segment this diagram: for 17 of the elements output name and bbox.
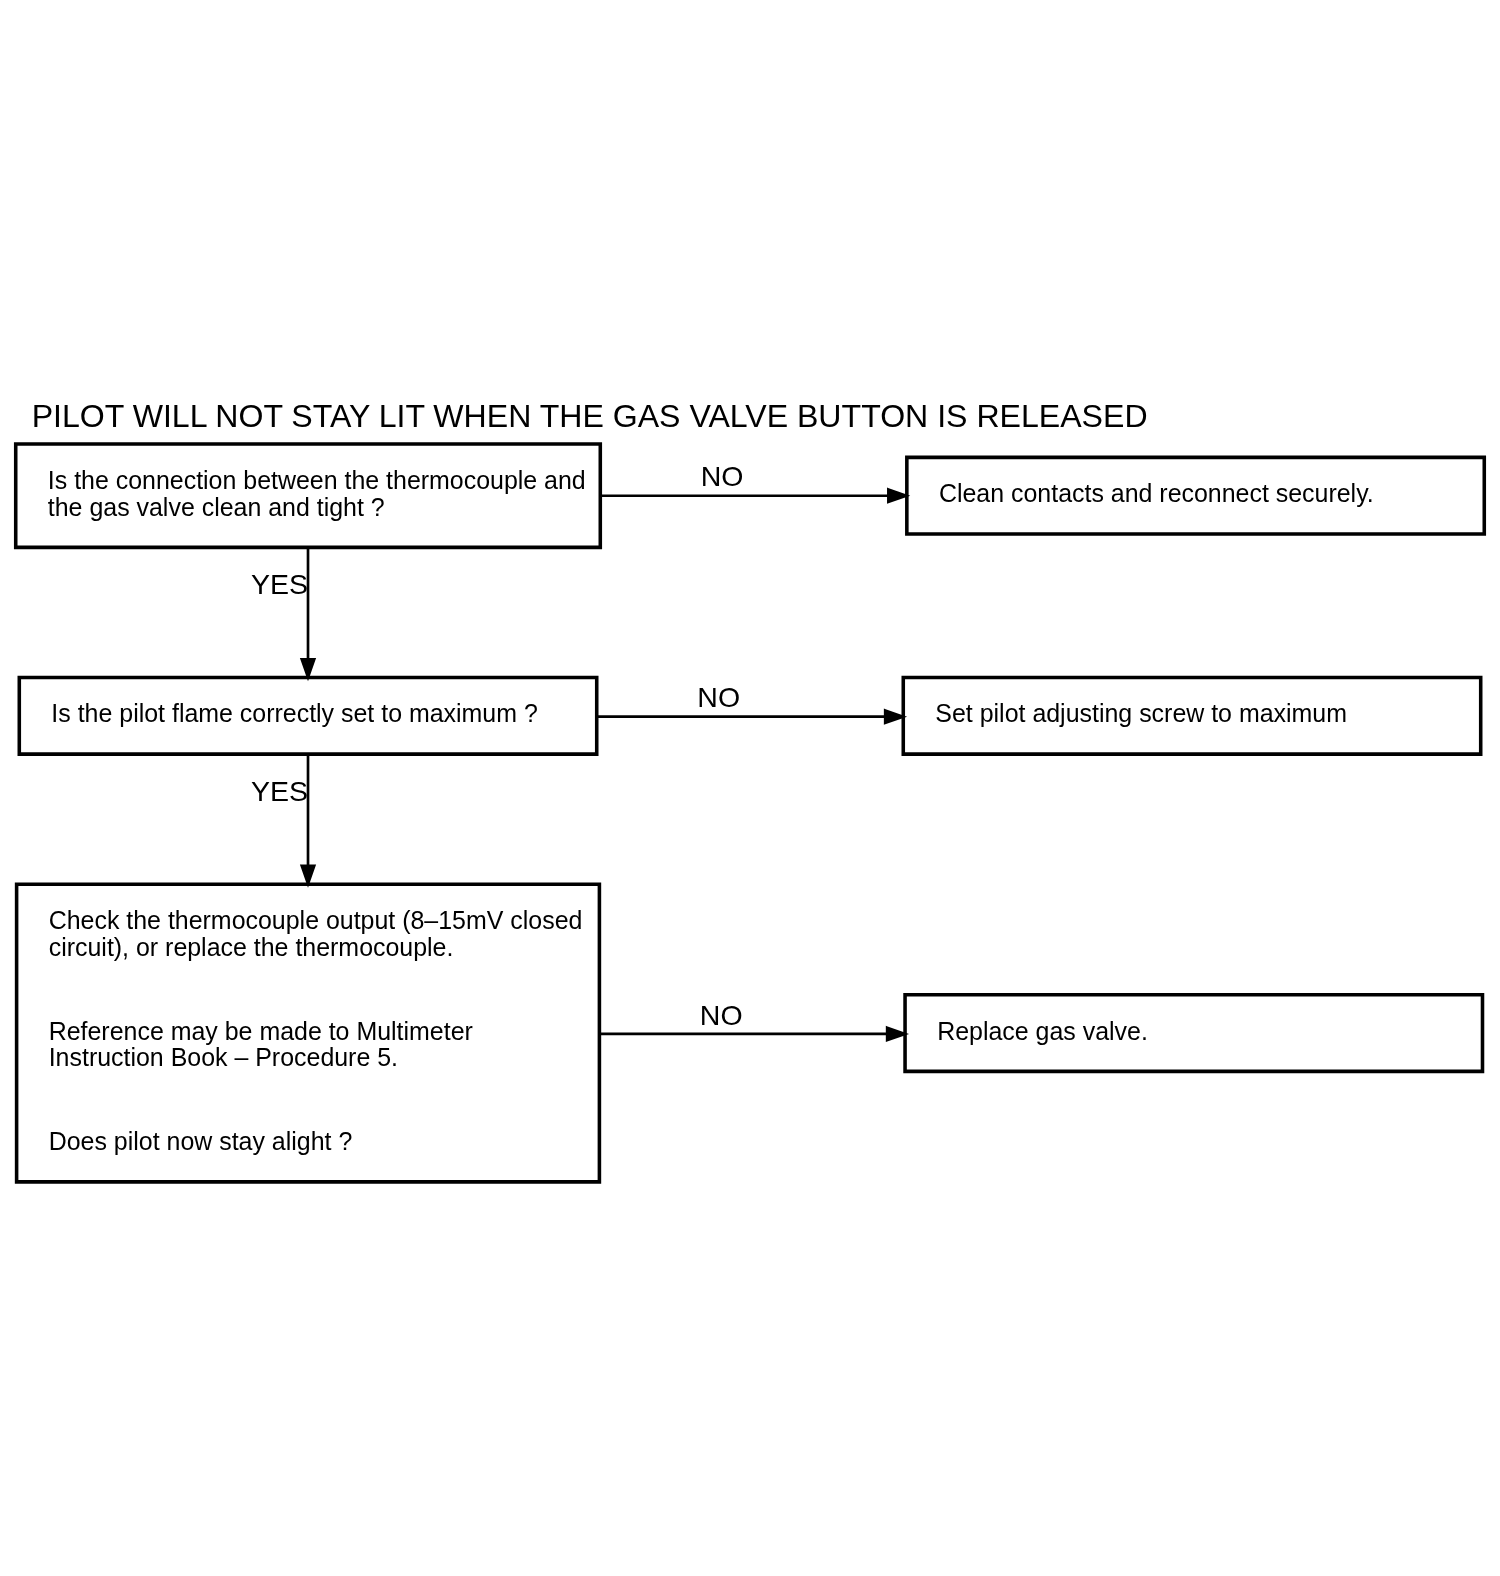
node-box: Replace gas valve.: [903, 992, 1485, 1074]
edge-label: NO: [697, 681, 741, 714]
edge-label: YES: [250, 774, 309, 807]
node-box: Is the connection between the thermocouple and the gas valve clean and tight ?: [13, 442, 603, 550]
arrow: [596, 708, 908, 725]
node-box: Check the thermocouple output (8–15mV closed circuit), or replace the thermocouple. Reference may be made to Multimeter Instruction Book – Procedure 5. Does pilot now stay alight ?: [14, 882, 602, 1184]
diagram-title: PILOT WILL NOT STAY LIT WHEN THE GAS VALVE BUTTON IS RELEASED: [31, 397, 1148, 434]
arrow: [600, 487, 911, 504]
node-box: Is the pilot flame correctly set to maximum ?: [17, 675, 599, 756]
node-box: Set pilot adjusting screw to maximum: [901, 675, 1483, 756]
edge-label: NO: [700, 460, 744, 493]
node-box: Clean contacts and reconnect securely.: [905, 455, 1487, 536]
edge-label: NO: [699, 998, 743, 1031]
arrow: [299, 754, 317, 888]
arrow: [299, 547, 317, 682]
arrow: [599, 1025, 910, 1043]
edge-label: YES: [250, 568, 309, 601]
